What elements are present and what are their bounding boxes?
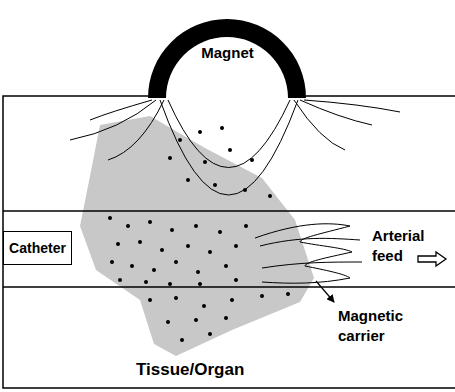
catheter-box: Catheter [3,231,72,265]
node-label: Catheter [9,240,66,256]
field-lines [70,100,400,195]
flow-arrow [418,252,446,266]
magnet-body [148,19,306,98]
vessel-wall [3,210,455,212]
carrier-particles [108,126,290,342]
magnet: Magnet [199,42,256,63]
carrier-label: Magnetic carrier [338,306,403,345]
vessel-wall [3,286,455,288]
leader-line [316,281,334,302]
node-label: Magnet [201,44,254,61]
flow-streamlines [255,224,362,283]
tissue-region [80,116,314,356]
region-label: Tissue/Organ [136,359,244,381]
flow-label: Arterial feed [372,226,425,265]
body-outline [3,96,455,388]
